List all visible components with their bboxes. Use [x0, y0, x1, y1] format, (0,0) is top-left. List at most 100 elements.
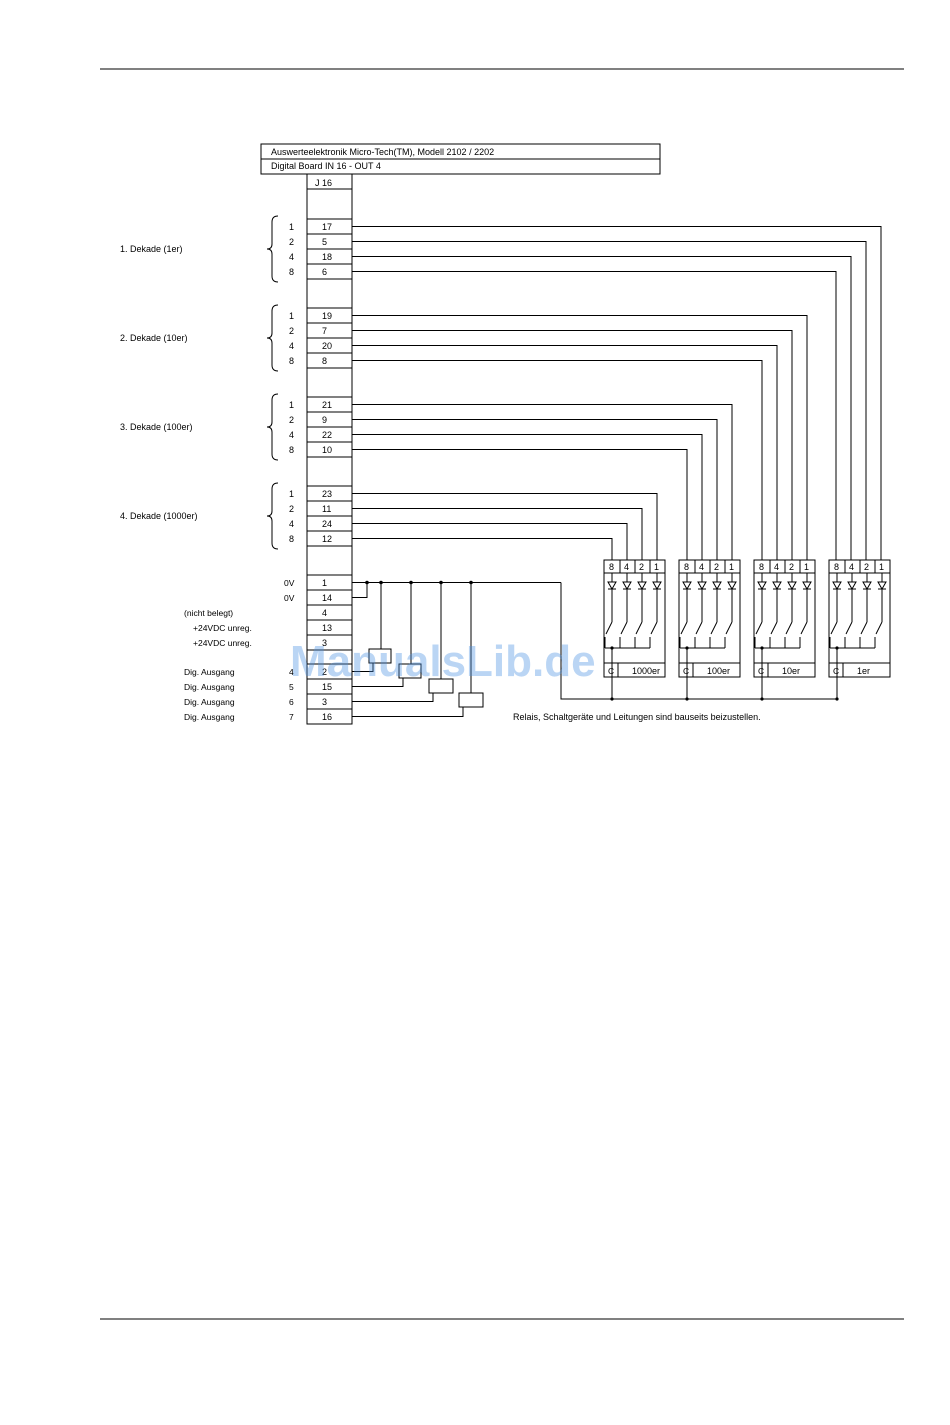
diode-icon — [682, 581, 692, 591]
output-desc-1: Dig. Ausgang — [184, 682, 235, 692]
wire-decade3-bit-1 — [352, 404, 733, 560]
wire-decade1-bit-8 — [352, 271, 837, 560]
decade2-pin-7-label: 7 — [322, 326, 327, 336]
return-node-1 — [685, 697, 689, 701]
output-pin-2-label: 2 — [322, 667, 327, 677]
wires — [352, 226, 882, 700]
wire-decade4-bit-1 — [352, 493, 658, 560]
decade2-bit-4: 4 — [289, 341, 294, 351]
relay-out-4 — [352, 707, 464, 717]
decade4-bit-4: 4 — [289, 519, 294, 529]
decade2-pin-20-label: 20 — [322, 341, 332, 351]
switch-contact-icon — [875, 621, 883, 635]
return-node-3 — [835, 697, 839, 701]
switch-bit-0-8: 8 — [609, 562, 614, 572]
output-desc-2: Dig. Ausgang — [184, 697, 235, 707]
switch-bit-1-1: 1 — [729, 562, 734, 572]
watermark: ManualsLib.de — [290, 637, 596, 686]
decade2-pin-7-cell — [306, 322, 353, 339]
switch-frame-2 — [753, 559, 816, 678]
output-num-6: 6 — [289, 697, 294, 707]
decade1-pin-17-label: 17 — [322, 222, 332, 232]
switch-contact-icon — [605, 621, 613, 635]
installation-note: Relais, Schaltgeräte und Leitungen sind … — [513, 712, 761, 722]
wire-decade3-bit-8 — [352, 449, 688, 560]
diode-icon — [757, 581, 767, 591]
switch-frame-0 — [603, 559, 666, 678]
switch-contact-icon — [635, 621, 643, 635]
switch-common-label-2: C — [758, 666, 764, 676]
decade3-pin-9-label: 9 — [322, 415, 327, 425]
diode-icon — [877, 581, 887, 591]
power-desc-4: +24VDC unreg. — [193, 638, 252, 648]
switch-contact-icon — [830, 621, 838, 635]
switch-contact-icon — [710, 621, 718, 635]
power-pin-1-0-label: 1 — [322, 578, 327, 588]
decade3-pin-22-label: 22 — [322, 430, 332, 440]
diode-icon — [727, 581, 737, 591]
switch-label-10er: 10er — [782, 666, 800, 676]
diode-icon — [772, 581, 782, 591]
board-title: Digital Board IN 16 - OUT 4 — [271, 161, 381, 171]
switch-frame-1 — [678, 559, 741, 678]
decade4-pin-12-label: 12 — [322, 534, 332, 544]
switch-label-1000er: 1000er — [632, 666, 660, 676]
power-pin-3-4-cell — [306, 634, 353, 651]
switch-bit-2-1: 1 — [804, 562, 809, 572]
diode-icon — [862, 581, 872, 591]
switch-contact-icon — [800, 621, 808, 635]
switch-common-label-1: C — [683, 666, 689, 676]
switch-bit-3-4: 4 — [849, 562, 854, 572]
wire-decade2-bit-8 — [352, 360, 763, 560]
switch-bit-1-2: 2 — [714, 562, 719, 572]
decade3-brace — [266, 393, 279, 461]
output-pin-3-label: 3 — [322, 697, 327, 707]
switch-contact-icon — [620, 621, 628, 635]
diode-icon — [832, 581, 842, 591]
wire-decade4-bit-2 — [352, 508, 643, 560]
diagram-title: Auswerteelektronik Micro-Tech(TM), Model… — [271, 147, 494, 157]
relay-coil-4 — [458, 692, 484, 708]
decade1-label: 1. Dekade (1er) — [120, 244, 183, 254]
switch-bit-3-2: 2 — [864, 562, 869, 572]
switch-bit-3-8: 8 — [834, 562, 839, 572]
decade4-pin-24-label: 24 — [322, 519, 332, 529]
decade3-pin-9-cell — [306, 411, 353, 428]
decade2-pin-8-label: 8 — [322, 356, 327, 366]
decade4-brace — [266, 482, 279, 550]
switch-frame-3 — [828, 559, 891, 678]
decade1-pin-5-cell — [306, 233, 353, 250]
diode-icon — [637, 581, 647, 591]
decade4-pin-11-label: 11 — [322, 504, 331, 514]
switch-bit-0-2: 2 — [639, 562, 644, 572]
decade2-pin-19-label: 19 — [322, 311, 332, 321]
relay-coil-1 — [368, 648, 392, 664]
decade1-bit-2: 2 — [289, 237, 294, 247]
wire-decade1-bit-4 — [352, 256, 852, 560]
decade1-pin-18-label: 18 — [322, 252, 332, 262]
power-desc-2: (nicht belegt) — [184, 608, 233, 618]
switch-bit-2-8: 8 — [759, 562, 764, 572]
decade2-bit-8: 8 — [289, 356, 294, 366]
output-pin-15-label: 15 — [322, 682, 332, 692]
decade1-pin-6-cell — [306, 263, 353, 280]
wire-decade1-bit-1 — [352, 226, 882, 560]
diode-icon — [847, 581, 857, 591]
output-num-4: 4 — [289, 667, 294, 677]
output-num-7: 7 — [289, 712, 294, 722]
decade3-bit-8: 8 — [289, 445, 294, 455]
decade1-bit-4: 4 — [289, 252, 294, 262]
relay-coil-2 — [398, 663, 422, 679]
switch-label-100er: 100er — [707, 666, 730, 676]
decade1-pin-6-label: 6 — [322, 267, 327, 277]
decade2-pin-8-cell — [306, 352, 353, 369]
switch-contact-icon — [770, 621, 778, 635]
decade2-brace — [266, 304, 279, 372]
switch-common-label-0: C — [608, 666, 614, 676]
power-pin-13-3-label: 13 — [322, 623, 332, 633]
